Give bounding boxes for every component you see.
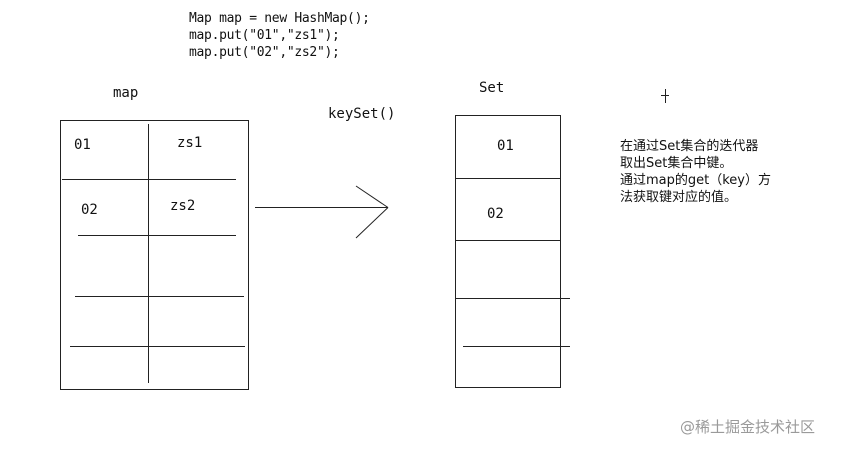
note-line-1: 在通过Set集合的迭代器 xyxy=(620,139,759,154)
set-item-2: 02 xyxy=(487,206,504,222)
arrow-head-upper xyxy=(355,185,389,208)
map-key-1: 01 xyxy=(74,137,91,153)
set-title: Set xyxy=(479,80,505,96)
note-line-3: 通过map的get（key）方 xyxy=(620,173,771,188)
code-line-1: Map map = new HashMap(); xyxy=(189,11,370,26)
crosshair-icon xyxy=(661,89,669,103)
set-table-border xyxy=(455,115,561,388)
code-snippet: Map map = new HashMap(); map.put("01","zs… xyxy=(189,10,370,61)
note-line-2: 取出Set集合中键。 xyxy=(620,156,733,171)
arrow-head-lower xyxy=(355,207,389,239)
note-line-4: 法获取键对应的值。 xyxy=(620,190,738,205)
map-key-2: 02 xyxy=(81,202,98,218)
map-title: map xyxy=(113,85,139,101)
watermark: @稀土掘金技术社区 xyxy=(680,418,816,436)
map-value-2: zs2 xyxy=(170,198,196,214)
set-item-1: 01 xyxy=(497,138,514,154)
map-value-1: zs1 xyxy=(177,135,203,151)
keyset-label: keySet() xyxy=(328,106,396,122)
code-line-3: map.put("02","zs2"); xyxy=(189,45,340,60)
explanation-note: 在通过Set集合的迭代器 取出Set集合中键。 通过map的get（key）方 … xyxy=(620,138,820,206)
code-line-2: map.put("01","zs1"); xyxy=(189,28,340,43)
map-table-border xyxy=(60,120,249,390)
